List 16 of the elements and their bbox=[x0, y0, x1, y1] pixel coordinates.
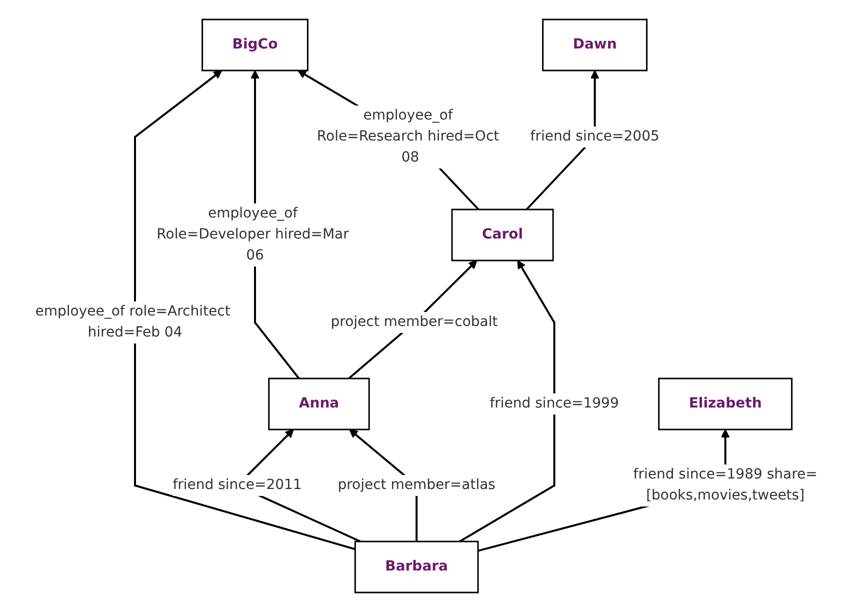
edge-label: project member=cobalt bbox=[331, 314, 498, 330]
edge-label: friend since=2005 bbox=[530, 128, 660, 144]
node-box: Barbara bbox=[354, 540, 480, 594]
node-box: BigCo bbox=[202, 18, 309, 72]
edge-label: friend since=1989 share=[books,movies,tweets] bbox=[634, 466, 818, 504]
edge-label: friend since=2011 bbox=[173, 477, 302, 493]
edge-label: friend since=1999 bbox=[490, 396, 620, 412]
node-box: Dawn bbox=[542, 18, 648, 72]
node-box: Anna bbox=[268, 378, 370, 430]
node-box: Carol bbox=[452, 208, 554, 262]
node-box: Elizabeth bbox=[658, 378, 793, 430]
edge-label: employee_of Role=Developer hired=Mar 06 bbox=[157, 206, 350, 264]
arrow bbox=[459, 260, 556, 542]
edge-label: employee_of role=Architect hired=Feb 04 bbox=[36, 304, 231, 340]
edge-label: employee_of Role=Research hired=Oct 08 bbox=[317, 108, 500, 166]
edge-label: project member=atlas bbox=[338, 477, 496, 493]
